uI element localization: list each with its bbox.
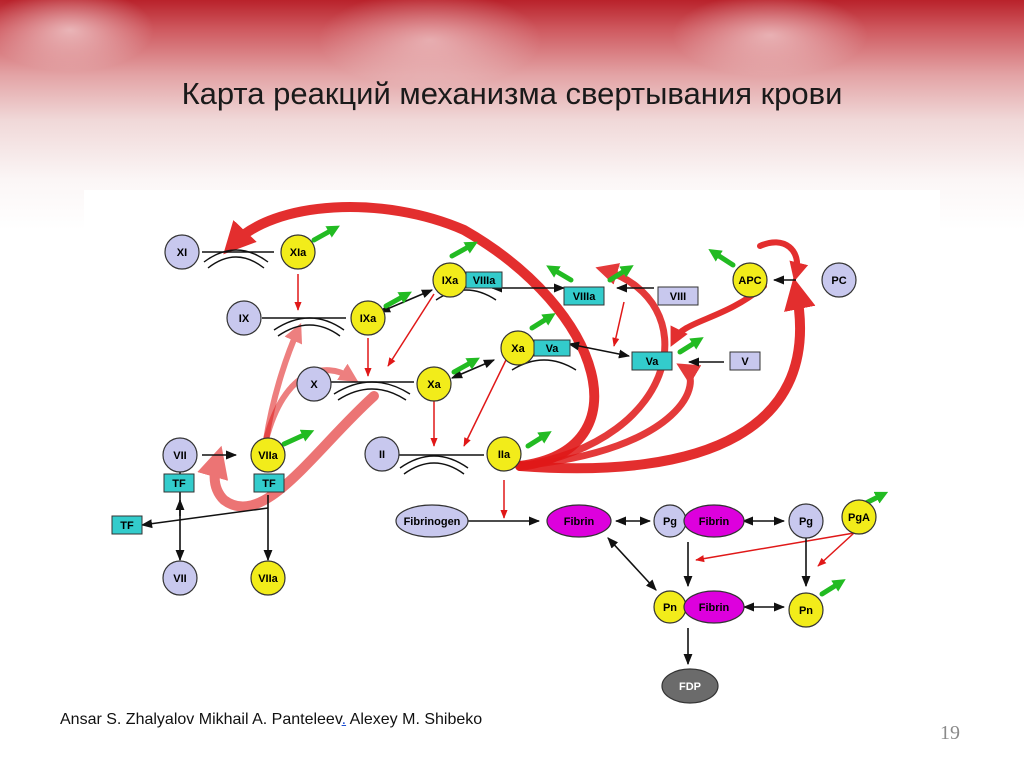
node-vii: VII: [162, 437, 198, 473]
node-tf-1: TF: [163, 473, 195, 493]
node-xa: Xa: [416, 366, 452, 402]
node-pc: PC: [821, 262, 857, 298]
svg-text:VIIIa: VIIIa: [573, 291, 597, 303]
svg-text:TF: TF: [262, 478, 276, 490]
node-x: X: [296, 366, 332, 402]
svg-text:Xa: Xa: [427, 379, 441, 391]
author-separator-link[interactable]: .: [341, 711, 347, 728]
feedback-arrow-iia-to-v: [516, 363, 702, 470]
node-viii: VIII: [657, 286, 699, 306]
authors-credit: Ansar S. Zhalyalov Mikhail A. Panteleev.…: [60, 711, 482, 729]
svg-text:Fibrin: Fibrin: [699, 516, 730, 528]
svg-text:TF: TF: [172, 478, 186, 490]
node-xia: XIa: [280, 234, 316, 270]
svg-text:IIa: IIa: [498, 449, 511, 461]
svg-text:IXa: IXa: [442, 275, 459, 287]
node-tf-3: TF: [111, 515, 143, 535]
svg-text:Pn: Pn: [663, 602, 677, 614]
node-apc: APC: [732, 262, 768, 298]
node-ix: IX: [226, 300, 262, 336]
catalysis-arrows: [294, 274, 855, 567]
svg-text:IX: IX: [239, 313, 250, 325]
coagulation-reaction-map: XI XIa IX IXa IXa VIIIa VIIIa VIII APC P…: [111, 202, 889, 704]
author-1: Ansar S. Zhalyalov: [60, 711, 195, 728]
node-iia: IIa: [486, 436, 522, 472]
node-pga: PgA: [841, 499, 877, 535]
svg-text:APC: APC: [738, 275, 761, 287]
node-viia-bottom: VIIa: [250, 560, 286, 596]
node-va: Va: [631, 351, 673, 371]
page-number: 19: [940, 722, 960, 744]
svg-text:VIIa: VIIa: [258, 450, 278, 462]
node-ii: II: [364, 436, 400, 472]
node-ixa: IXa: [350, 300, 386, 336]
svg-text:Pn: Pn: [799, 605, 813, 617]
feedback-arrow-apc-loop: [757, 239, 809, 282]
svg-text:VIIIa: VIIIa: [473, 275, 497, 287]
svg-text:Pg: Pg: [663, 516, 677, 528]
node-fibrinogen: Fibrinogen: [395, 504, 469, 538]
svg-text:II: II: [379, 449, 385, 461]
svg-text:Va: Va: [646, 356, 660, 368]
node-pn-fibrin: Pn Fibrin: [653, 590, 745, 624]
node-v: V: [729, 351, 761, 371]
svg-text:VIII: VIII: [670, 291, 687, 303]
node-vii-bottom: VII: [162, 560, 198, 596]
slide-title: Карта реакций механизма свертывания кров…: [181, 76, 843, 111]
svg-text:TF: TF: [120, 520, 134, 532]
svg-text:V: V: [741, 356, 749, 368]
node-tf-2: TF: [253, 473, 285, 493]
svg-text:XIa: XIa: [290, 247, 307, 259]
feedback-arrow-iia-to-vii: [197, 391, 379, 512]
node-viiia: VIIIa: [563, 286, 605, 306]
node-fdp: FDP: [661, 668, 719, 704]
membrane-arcs: [203, 249, 577, 475]
svg-text:IXa: IXa: [360, 313, 377, 325]
node-ixa-complex: IXa VIIIa: [432, 262, 503, 298]
svg-text:XI: XI: [177, 247, 187, 259]
svg-text:VII: VII: [173, 450, 186, 462]
svg-text:FDP: FDP: [679, 681, 701, 693]
svg-text:PC: PC: [831, 275, 846, 287]
coagulation-diagram-panel: XI XIa IX IXa IXa VIIIa VIIIa VIII APC P…: [84, 190, 940, 710]
node-pg-fibrin: Pg Fibrin: [653, 504, 745, 538]
feedback-arrow-iia-to-xi: [223, 202, 600, 471]
svg-text:Pg: Pg: [799, 516, 813, 528]
author-3: Alexey M. Shibeko: [349, 711, 483, 728]
node-pn: Pn: [788, 592, 824, 628]
node-pg: Pg: [788, 503, 824, 539]
node-xi: XI: [164, 234, 200, 270]
svg-text:Fibrinogen: Fibrinogen: [404, 516, 461, 528]
svg-text:VII: VII: [173, 573, 186, 585]
author-2: Mikhail A. Panteleev: [198, 711, 342, 728]
node-xa-complex: Xa Va: [500, 330, 571, 366]
svg-text:VIIa: VIIa: [258, 573, 278, 585]
feedback-arrow-iia-to-pc: [515, 277, 816, 474]
svg-text:PgA: PgA: [848, 512, 870, 524]
svg-text:Fibrin: Fibrin: [699, 602, 730, 614]
activation-markers: [281, 225, 889, 597]
svg-text:X: X: [310, 379, 318, 391]
svg-text:Va: Va: [546, 343, 560, 355]
node-fibrin: Fibrin: [546, 504, 612, 538]
svg-text:Xa: Xa: [511, 343, 525, 355]
node-viia: VIIa: [250, 437, 286, 473]
svg-text:Fibrin: Fibrin: [564, 516, 595, 528]
